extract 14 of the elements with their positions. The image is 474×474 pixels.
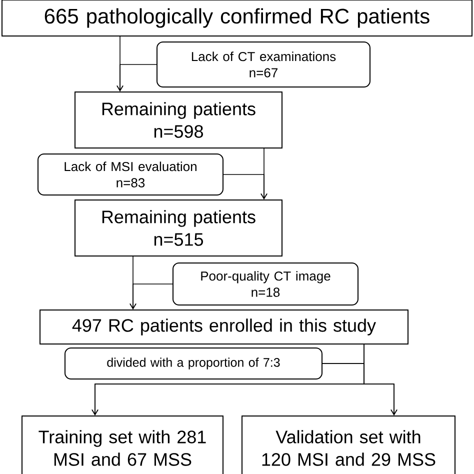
exclusion-box: Lack of MSI evaluation n=83: [38, 154, 224, 196]
split-box: divided with a proportion of 7:3: [64, 348, 322, 380]
arrow: [116, 64, 157, 92]
exclusion-box: Poor-quality CT image n=18: [172, 262, 358, 306]
process-box: 665 pathologically confirmed RC patients: [2, 0, 472, 36]
process-box: 497 RC patients enrolled in this study: [40, 310, 408, 344]
arrow: [322, 363, 398, 416]
arrow: [223, 174, 268, 200]
arrow: [130, 284, 173, 310]
exclusion-box: Lack of CT examinations n=67: [156, 42, 370, 88]
process-box: Remaining patients n=598: [74, 92, 282, 148]
process-box: Remaining patients n=515: [74, 200, 282, 256]
result-box: Training set with 281 MSI and 67 MSS: [22, 416, 224, 474]
result-box: Validation set with 120 MSI and 29 MSS: [242, 416, 456, 474]
